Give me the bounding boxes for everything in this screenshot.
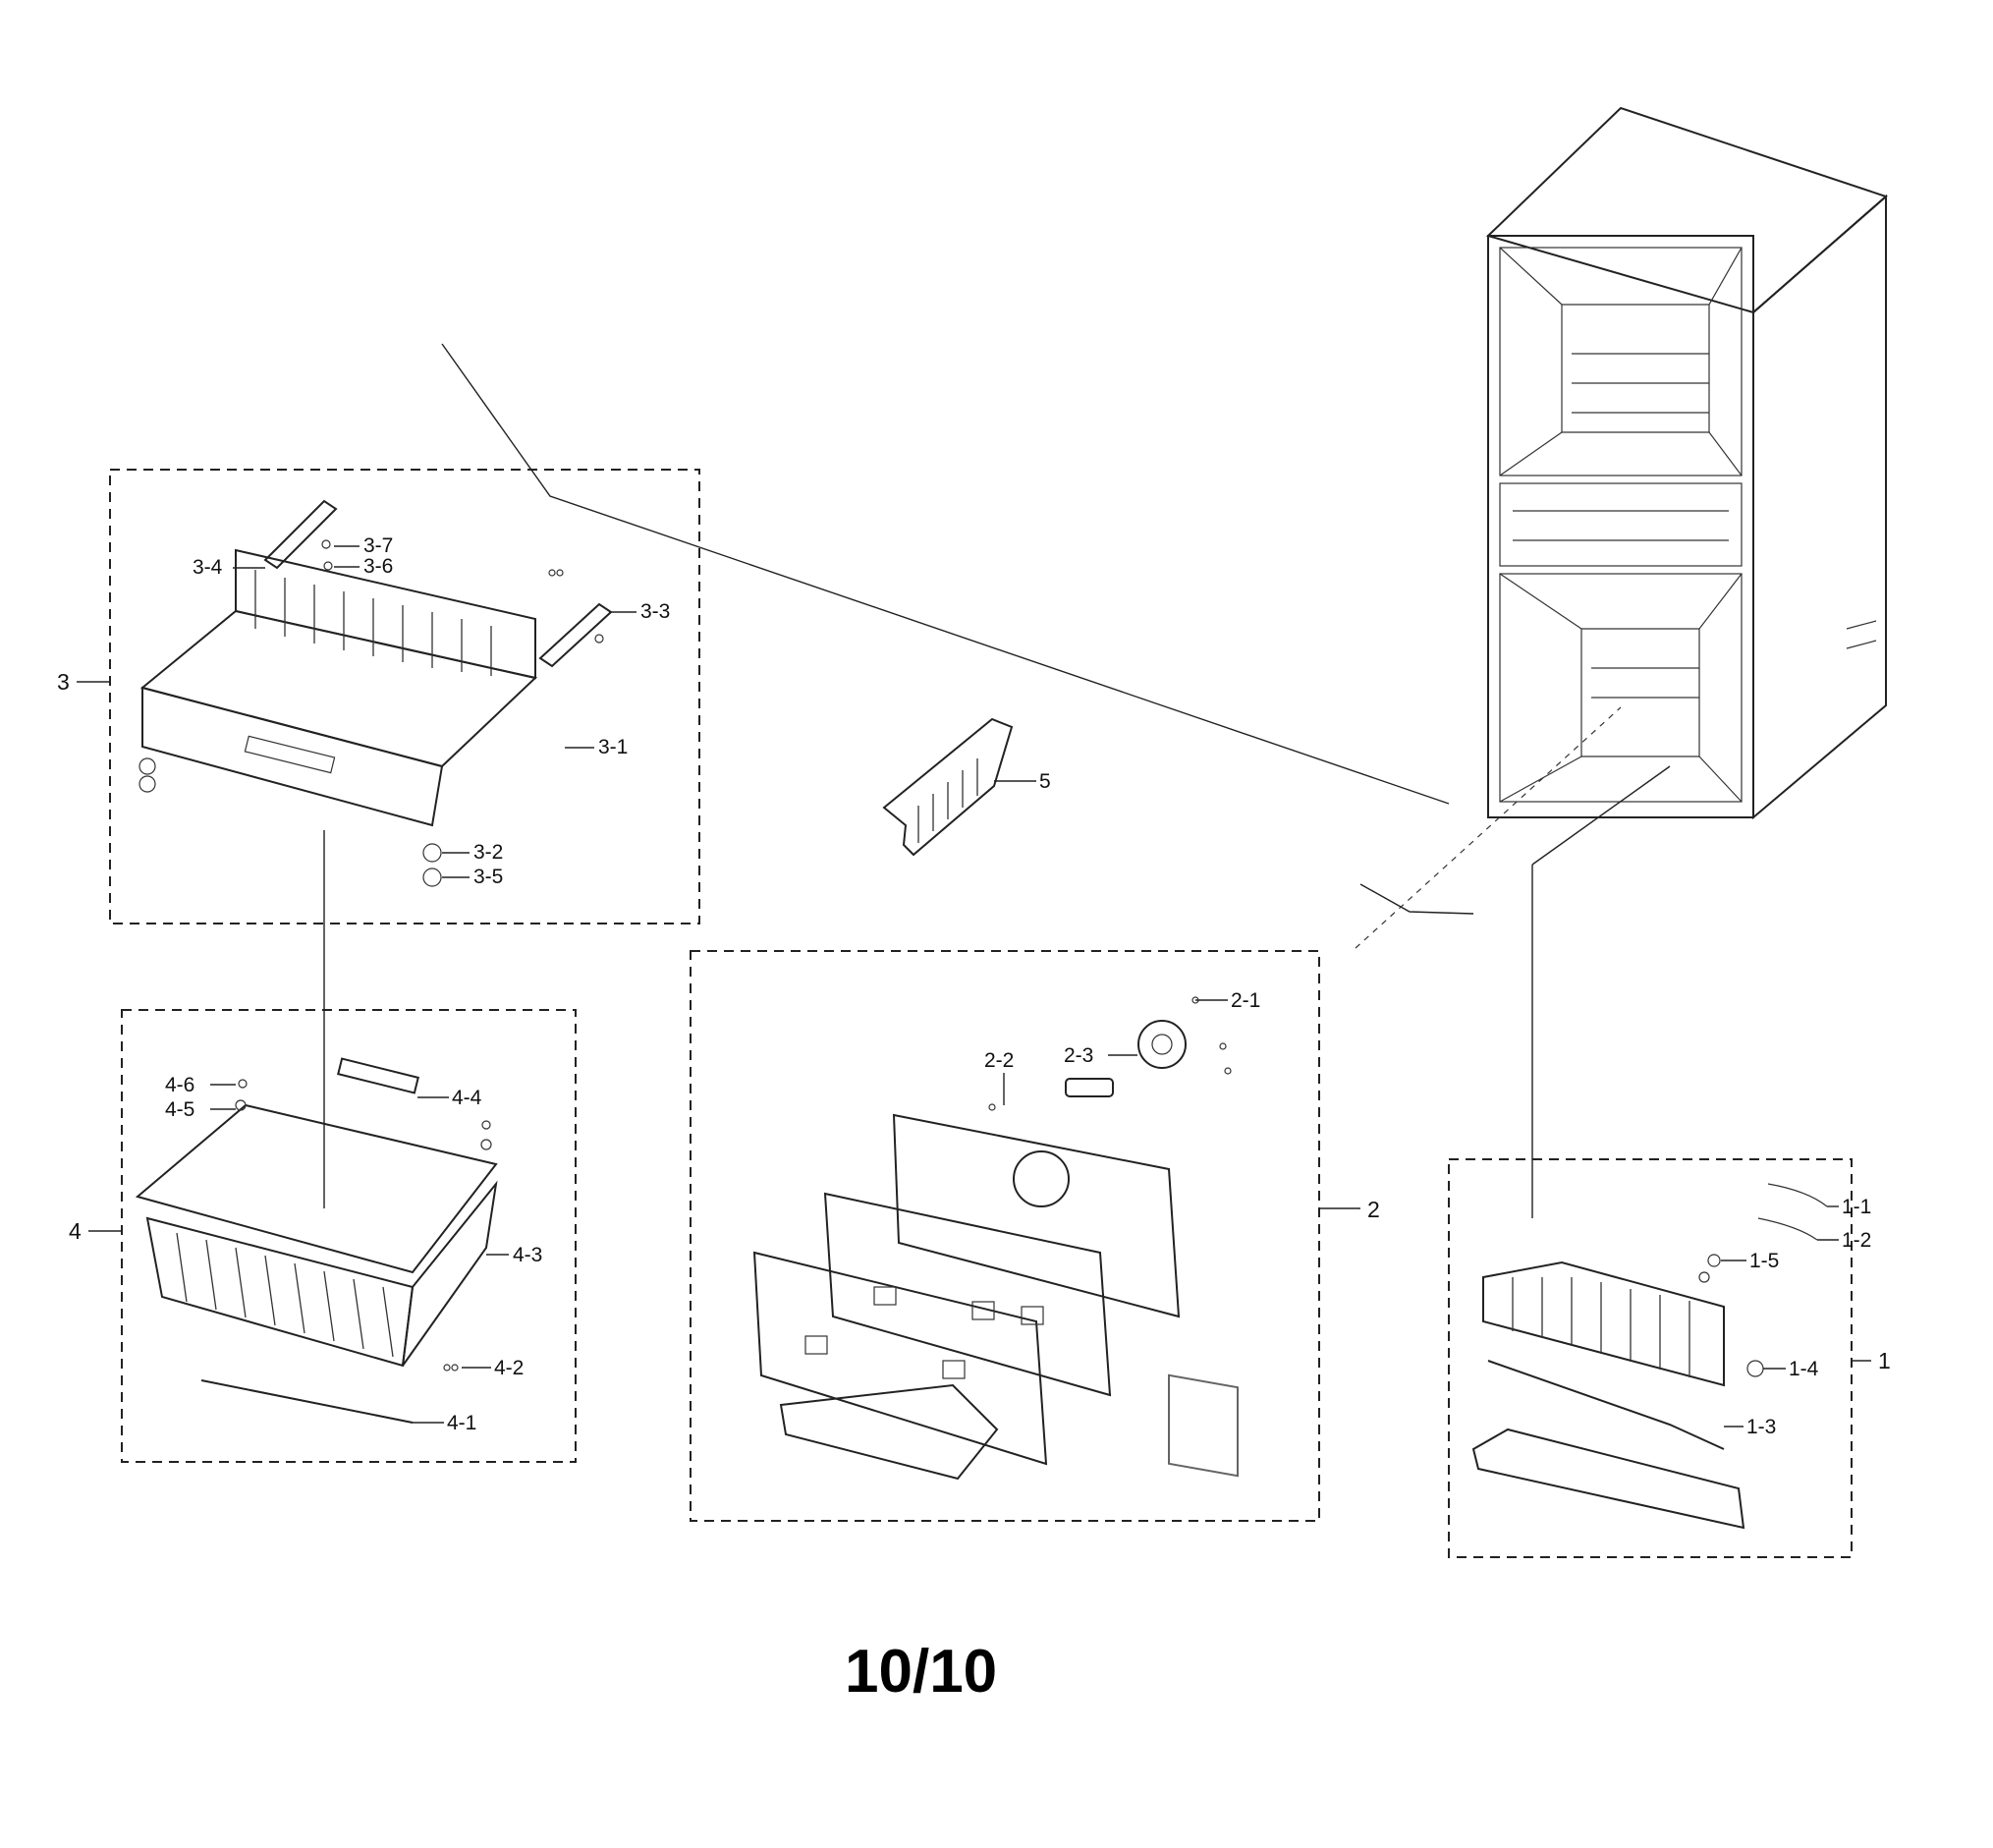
part-5: 5 — [1039, 770, 1051, 793]
connector-lines — [323, 343, 1671, 1218]
part-3-3: 3-3 — [640, 600, 670, 623]
part-4-2: 4-2 — [494, 1357, 524, 1379]
part-2-2: 2-2 — [984, 1049, 1014, 1072]
group-2-label: 2 — [1367, 1197, 1380, 1222]
group-2-part-labels: 2-1 2-2 2-3 — [984, 989, 1260, 1105]
group-2-box: 2 — [690, 950, 1380, 1522]
drawer-divider: 5 — [882, 717, 1051, 857]
part-3-5: 3-5 — [473, 866, 503, 888]
group-4-box: 4 — [69, 1009, 577, 1463]
group-1-box: 1 — [1448, 1158, 1891, 1558]
group-3-part-labels: 3-4 3-7 3-6 3-3 3-1 3-2 3-5 — [193, 534, 670, 888]
group-1-label: 1 — [1878, 1348, 1891, 1373]
part-4-1: 4-1 — [447, 1412, 476, 1434]
group-4-label: 4 — [69, 1218, 82, 1244]
part-4-6: 4-6 — [165, 1074, 194, 1096]
part-4-4: 4-4 — [452, 1087, 482, 1109]
part-4-5: 4-5 — [165, 1098, 194, 1121]
part-1-4: 1-4 — [1789, 1358, 1819, 1380]
part-3-6: 3-6 — [363, 555, 393, 578]
lower-freezer-basket — [135, 1057, 498, 1424]
part-4-3: 4-3 — [513, 1244, 542, 1266]
part-3-1: 3-1 — [598, 736, 628, 758]
group-1-part-labels: 1-1 1-2 1-5 1-4 1-3 — [1721, 1196, 1871, 1438]
page-number: 10/10 — [845, 1638, 997, 1706]
part-1-5: 1-5 — [1749, 1250, 1779, 1272]
part-1-3: 1-3 — [1746, 1416, 1776, 1438]
part-3-4: 3-4 — [193, 556, 223, 579]
upper-freezer-drawer — [138, 499, 613, 887]
group-3-box: 3 — [57, 469, 700, 924]
evaporator-cover-assembly — [752, 996, 1239, 1481]
part-1-1: 1-1 — [1842, 1196, 1871, 1218]
part-2-3: 2-3 — [1064, 1044, 1093, 1067]
group-4-part-labels: 4-6 4-5 4-4 4-3 4-2 4-1 — [165, 1074, 542, 1434]
part-3-2: 3-2 — [473, 841, 503, 864]
group-3-label: 3 — [57, 669, 70, 695]
part-2-1: 2-1 — [1231, 989, 1260, 1012]
evaporator-assembly — [1471, 1183, 1828, 1530]
refrigerator-cabinet — [1486, 106, 1888, 820]
part-1-2: 1-2 — [1842, 1229, 1871, 1252]
part-3-7: 3-7 — [363, 534, 393, 557]
